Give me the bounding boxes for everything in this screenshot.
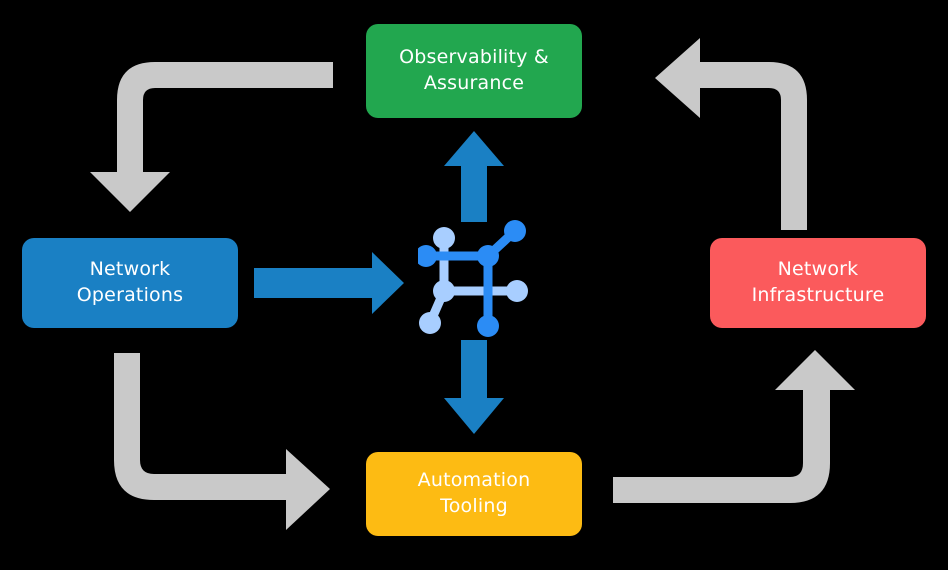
cycle-arrow-automation-to-infrastructure bbox=[613, 350, 855, 503]
primary-arrow-center-to-automation bbox=[444, 340, 504, 434]
primary-arrow-center-to-observability bbox=[444, 131, 504, 222]
node-box-observability[interactable]: Observability & Assurance bbox=[366, 24, 582, 118]
node-box-automation-tooling[interactable]: Automation Tooling bbox=[366, 452, 582, 536]
network-topology-icon bbox=[418, 220, 528, 337]
cycle-arrow-infrastructure-to-observability bbox=[655, 38, 807, 230]
node-box-network-operations[interactable]: Network Operations bbox=[22, 238, 238, 328]
cycle-arrow-operations-to-automation bbox=[114, 353, 330, 530]
cycle-arrow-observability-to-operations bbox=[90, 62, 333, 212]
node-box-network-infrastructure[interactable]: Network Infrastructure bbox=[710, 238, 926, 328]
primary-arrow-operations-to-center bbox=[254, 252, 404, 314]
